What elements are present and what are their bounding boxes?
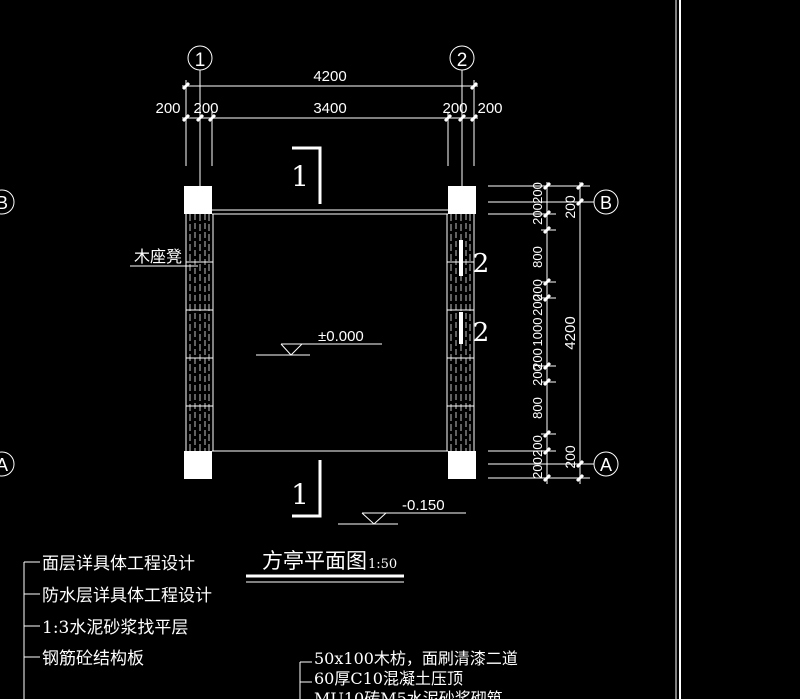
ground-level-mark: -0.150	[338, 497, 466, 525]
svg-text:A: A	[0, 455, 8, 475]
notes-right: 50x100木枋，面刷清漆二道 60厚C10混凝土压顶 MU10砖M5水泥砂浆砌…	[299, 649, 518, 699]
plan-outline	[212, 209, 448, 452]
svg-text:木座凳: 木座凳	[134, 247, 182, 266]
column-top-right	[448, 186, 476, 214]
svg-text:1: 1	[291, 160, 309, 193]
svg-text:-0.150: -0.150	[402, 497, 445, 514]
svg-text:1000: 1000	[530, 318, 545, 347]
floor-level-mark: ±0.000	[256, 328, 382, 356]
note-left-2: 防水层详具体工程设计	[42, 586, 212, 606]
dim-right-overall: 4200	[562, 316, 579, 349]
svg-text:200: 200	[530, 182, 545, 204]
note-right-1: 50x100木枋，面刷清漆二道	[314, 649, 518, 668]
column-top-left	[184, 186, 212, 214]
dim-top-overall: 4200	[313, 68, 346, 85]
dim-right-top-200: 200	[562, 195, 578, 219]
axis-bubble-B: B	[488, 189, 619, 215]
svg-text:800: 800	[530, 397, 545, 419]
bench-label: 木座凳	[130, 247, 198, 267]
note-left-4: 钢筋砼结构板	[42, 649, 144, 669]
dim-top-left-b: 200	[193, 100, 218, 117]
dim-right-inner-labels: 200 200 800 200 200 1000 200 200 800 200…	[530, 182, 545, 479]
right-dimension-lines	[488, 181, 590, 484]
svg-text:B: B	[600, 193, 612, 213]
svg-text:800: 800	[530, 246, 545, 268]
svg-text:200: 200	[530, 294, 545, 316]
svg-text:200: 200	[530, 348, 545, 370]
dim-top-right-a: 200	[442, 100, 467, 117]
note-left-1: 面层详具体工程设计	[42, 554, 195, 574]
svg-text:200: 200	[530, 457, 545, 479]
notes-left: 面层详具体工程设计 防水层详具体工程设计 1:3水泥砂浆找平层 钢筋砼结构板	[23, 554, 212, 699]
svg-text:2: 2	[457, 50, 468, 71]
top-dimension-lines	[181, 80, 479, 166]
axis-bubble-1: 1	[187, 45, 213, 186]
svg-text:200: 200	[530, 435, 545, 457]
section-cut-bottom: 1	[291, 460, 322, 518]
svg-text:200: 200	[530, 364, 545, 386]
axis-bubble-B-left-partial: B	[0, 189, 15, 215]
svg-text:1: 1	[291, 478, 309, 511]
dim-top-left-a: 200	[155, 100, 180, 117]
dim-top-right-b: 200	[477, 100, 502, 117]
svg-text:2: 2	[473, 318, 490, 348]
svg-text:200: 200	[530, 203, 545, 225]
svg-text:B: B	[0, 193, 8, 213]
section-cut-2a: 2	[459, 240, 490, 279]
axis-bubble-A: A	[488, 451, 619, 477]
column-bottom-left	[184, 451, 212, 479]
left-bench	[185, 214, 214, 451]
column-bottom-right	[448, 451, 476, 479]
svg-text:A: A	[600, 455, 612, 475]
svg-text:±0.000: ±0.000	[318, 328, 364, 345]
note-right-3: MU10砖M5水泥砂浆砌筑	[314, 689, 503, 699]
section-cut-2b: 2	[459, 312, 490, 348]
svg-text:1: 1	[195, 50, 206, 71]
svg-text:200: 200	[530, 279, 545, 301]
svg-text:1:50: 1:50	[368, 557, 397, 572]
svg-text:2: 2	[473, 249, 490, 279]
note-left-3: 1:3水泥砂浆找平层	[42, 618, 188, 638]
right-bench	[446, 214, 475, 451]
axis-bubble-2: 2	[449, 45, 475, 186]
svg-text:方亭平面图: 方亭平面图	[262, 549, 367, 573]
drawing-title: 方亭平面图 1:50	[246, 549, 404, 583]
dim-top-middle: 3400	[313, 100, 346, 117]
section-cut-top: 1	[291, 146, 322, 204]
axis-bubble-A-left-partial: A	[0, 451, 15, 477]
note-right-2: 60厚C10混凝土压顶	[314, 669, 463, 688]
dim-right-bottom-200: 200	[562, 445, 578, 469]
